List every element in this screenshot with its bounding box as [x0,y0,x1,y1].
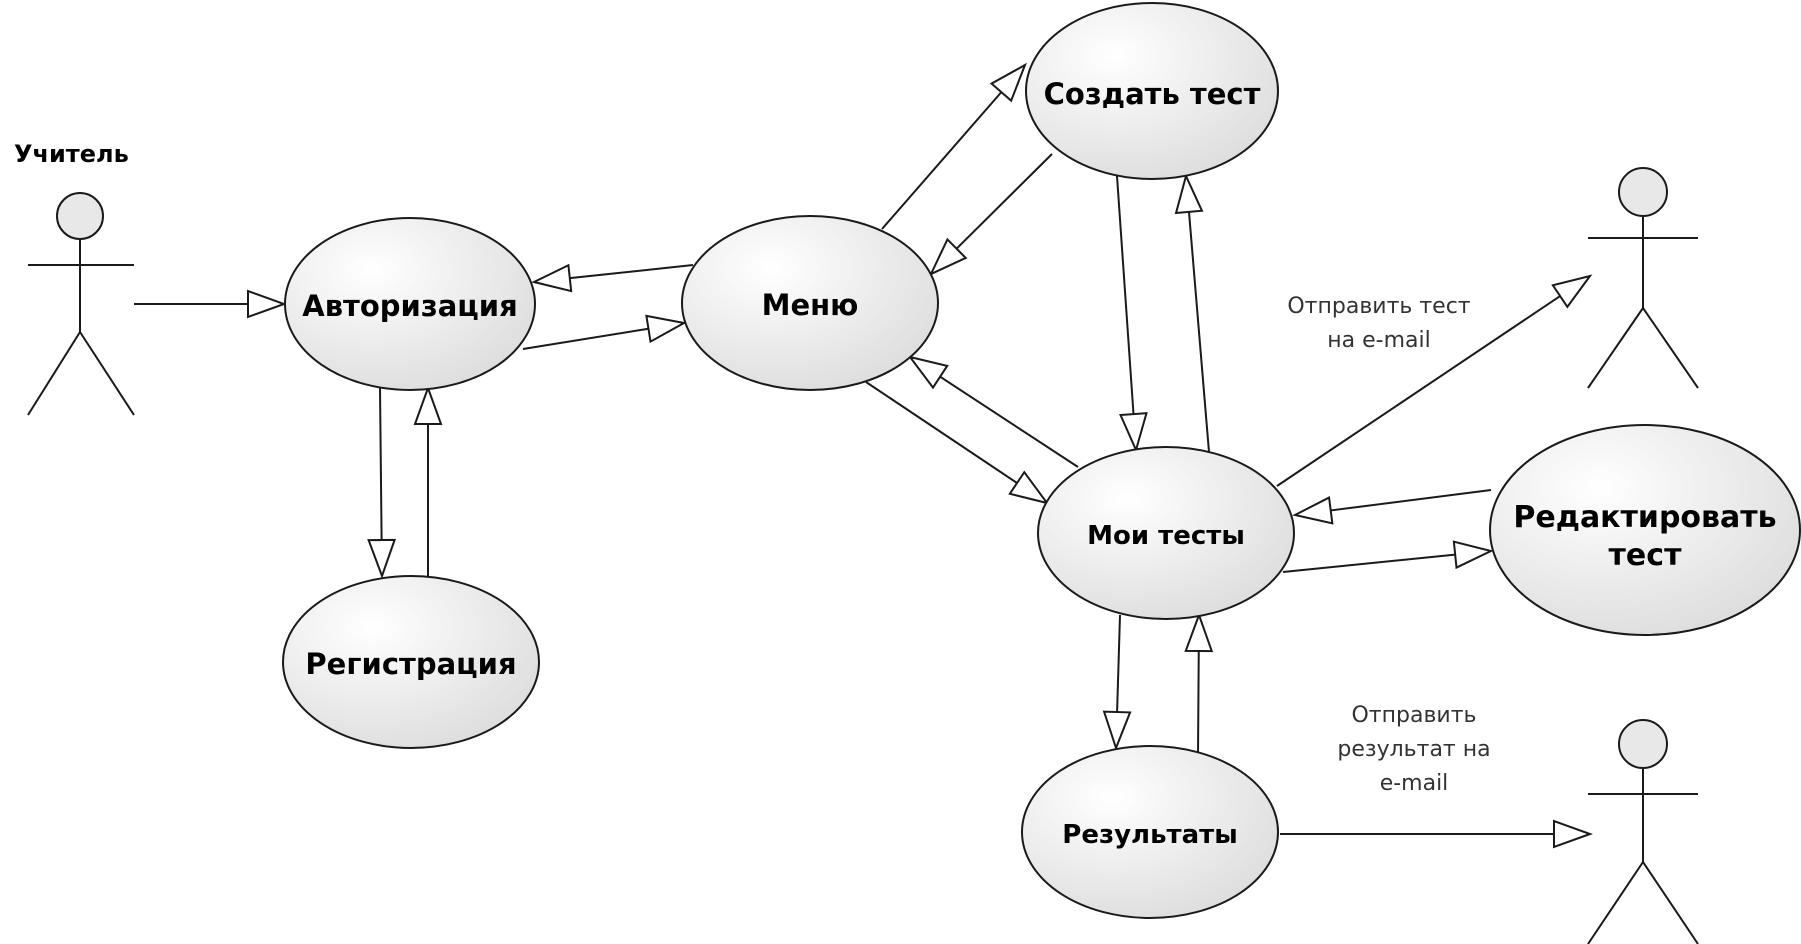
connector-results-to-recipient_results [1280,819,1593,849]
actor-head-icon [1618,167,1668,217]
use-case-create-test[interactable]: Создать тест [1025,2,1279,180]
connector-create_test-to-menu [928,153,1053,277]
connector-line [1116,614,1121,713]
actor-head-icon [1618,719,1668,769]
hollow-arrowhead-icon [1102,710,1132,751]
hollow-arrowhead-icon [247,289,287,319]
actor-recipient-test[interactable] [1587,167,1699,389]
connector-auth-to-registration [367,387,397,579]
use-case-my-tests[interactable]: Мои тесты [1037,446,1295,620]
use-case-registration-label: Регистрация [305,647,516,681]
use-case-menu[interactable]: Меню [681,215,939,391]
connector-menu-to-my_tests [865,381,1050,505]
actor-teacher-label: Учитель [14,140,129,168]
connector-teacher-to-auth [134,289,287,319]
connector-line [379,387,383,541]
use-case-menu-label: Меню [762,288,859,322]
connector-my_tests-to-menu [907,355,1079,468]
connector-my_tests-to-results [1102,614,1132,751]
hollow-arrowhead-icon [645,314,687,344]
use-case-auth-label: Авторизация [302,289,517,323]
use-case-results-label: Результаты [1062,820,1237,850]
hollow-arrowhead-icon [413,385,443,425]
hollow-arrowhead-icon [1553,819,1593,849]
actor-teacher[interactable] [27,192,135,416]
hollow-arrowhead-icon [1008,470,1050,505]
connector-auth-to-menu [522,314,687,350]
connector-my_tests-to-create_test [1174,173,1210,453]
connections-layer [134,62,1593,849]
use-case-results[interactable]: Результаты [1021,745,1279,919]
connector-line [569,264,694,280]
connector-results-to-my_tests [1184,612,1214,756]
connector-line [522,327,649,350]
connector-line [1116,175,1135,415]
hollow-arrowhead-icon [1174,173,1204,215]
use-case-registration[interactable]: Регистрация [282,575,540,749]
connector-line [1282,553,1456,573]
connector-line [1276,295,1561,487]
actor-head-icon [56,192,104,240]
connector-menu-to-create_test [881,62,1027,230]
connector-create_test-to-my_tests [1116,175,1148,453]
hollow-arrowhead-icon [1292,496,1334,525]
connector-edit_test-to-my_tests [1292,489,1492,525]
connector-line [865,381,1018,484]
connector-line [939,375,1079,468]
connector-line [1330,489,1492,512]
connector-line [955,153,1053,250]
connector-my_tests-to-edit_test [1282,540,1494,573]
connector-line [881,91,1003,230]
hollow-arrowhead-icon [989,62,1027,103]
connector-line [1197,650,1200,756]
hollow-arrowhead-icon [1119,412,1148,453]
hollow-arrowhead-icon [907,355,949,390]
hollow-arrowhead-icon [531,263,573,293]
connector-my_tests-to-recipient_test [1276,274,1593,487]
actor-recipient-results[interactable] [1587,719,1699,944]
hollow-arrowhead-icon [1452,540,1494,570]
hollow-arrowhead-icon [367,538,397,579]
hollow-arrowhead-icon [928,237,968,277]
hollow-arrowhead-icon [1184,612,1214,653]
connector-registration-to-auth [413,385,443,577]
use-case-auth[interactable]: Авторизация [284,217,536,391]
connector-menu-to-auth [531,263,694,293]
use-case-my-tests-label: Мои тесты [1087,521,1245,551]
use-case-create-test-label: Создать тест [1044,77,1261,111]
hollow-arrowhead-icon [1551,274,1593,309]
connector-line [1187,211,1210,453]
